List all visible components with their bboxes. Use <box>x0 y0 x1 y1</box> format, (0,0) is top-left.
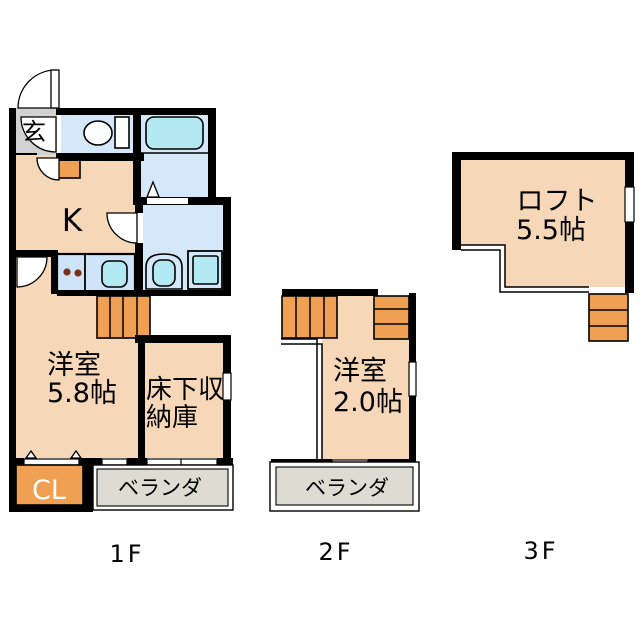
floor-label-1f: 1F <box>109 540 144 568</box>
wall <box>51 250 58 294</box>
wall <box>56 153 144 161</box>
wall <box>138 343 145 458</box>
loft-label: ロフト <box>517 186 598 217</box>
closet-label: CL <box>32 475 66 506</box>
wall <box>452 152 461 250</box>
wall <box>282 289 378 296</box>
veranda-2f <box>275 466 414 506</box>
room-2f-floor <box>337 296 374 346</box>
floor-3f: ロフト 5.5帖 <box>452 152 635 342</box>
door-opening <box>147 198 188 204</box>
veranda-2f-label: ベランダ <box>305 476 389 500</box>
wall <box>208 108 216 200</box>
storage-label-line1: 床下収 <box>146 375 224 405</box>
window <box>146 458 218 466</box>
washbasin-bowl-icon <box>152 259 176 287</box>
hall-door-swing-icon <box>36 157 60 181</box>
floor-label-2f: 2F <box>318 538 353 566</box>
floor-2f: 洋室 2.0帖 ベランダ <box>269 289 420 512</box>
sliding-door-marker-icon <box>69 449 83 459</box>
window <box>408 361 417 397</box>
wall <box>79 458 102 466</box>
wall <box>217 458 233 466</box>
toilet-bowl-icon <box>83 120 113 146</box>
window <box>624 186 635 223</box>
wall <box>9 505 93 512</box>
window <box>23 458 80 466</box>
stairs-box <box>373 295 410 340</box>
stairs-2f-up-icon <box>373 295 410 340</box>
wall <box>83 465 93 512</box>
loft-floor <box>461 160 625 287</box>
stairs-2f-down-icon <box>281 295 338 339</box>
wall <box>135 335 231 343</box>
western-room-1f-size: 5.8帖 <box>47 378 117 409</box>
floor-edge-line <box>461 249 589 293</box>
kitchen-label: K <box>62 203 83 239</box>
washing-machine-drum-icon <box>192 255 219 285</box>
entrance-door-swing-icon <box>17 69 57 109</box>
wall <box>56 108 216 115</box>
storage-room-floor <box>145 343 223 458</box>
entrance-door-leaf-icon <box>50 69 60 109</box>
room-2f-floor <box>322 339 409 461</box>
sliding-door-marker-icon <box>24 449 38 459</box>
wall <box>135 205 143 296</box>
window <box>222 372 232 401</box>
veranda-1f <box>96 468 229 507</box>
stove-burner-icon <box>63 268 71 276</box>
floor-edge-line <box>281 338 318 461</box>
wall <box>9 108 16 512</box>
closet-box <box>15 464 84 506</box>
floor-edge-line <box>461 244 589 288</box>
toilet-door-swing-icon <box>20 116 57 153</box>
wall <box>452 152 634 160</box>
floor-1f: 玄 K 洋室 5.8帖 床下収 納庫 CL ベランダ <box>9 69 234 512</box>
loft-ladder-icon <box>588 293 629 342</box>
veranda-1f-label: ベランダ <box>118 476 202 500</box>
stove-burner-icon <box>74 269 82 277</box>
floor-label-3f: 3F <box>523 537 558 565</box>
wall <box>127 458 147 466</box>
wall <box>16 250 58 257</box>
western-room-2f-label: 洋室 <box>333 356 387 387</box>
window <box>101 458 128 466</box>
stairs-1f-icon <box>96 295 151 339</box>
ladder-box <box>588 293 629 342</box>
storage-label-line2: 納庫 <box>146 403 198 433</box>
kitchen-sink-icon <box>101 260 128 288</box>
loft-size: 5.5帖 <box>516 215 586 246</box>
western-room-1f-label: 洋室 <box>47 350 101 381</box>
washroom-door-swing-icon <box>106 212 138 244</box>
wall <box>57 290 231 296</box>
western-room-2f-size: 2.0帖 <box>333 387 403 418</box>
toilet-tank-icon <box>114 116 130 149</box>
floor-edge-line <box>281 343 323 461</box>
bathtub-icon <box>145 116 204 150</box>
entrance-label: 玄 <box>22 118 46 146</box>
wall <box>223 197 231 296</box>
wall <box>9 458 24 466</box>
door-opening <box>135 213 143 243</box>
room-door-swing-icon <box>16 256 48 288</box>
